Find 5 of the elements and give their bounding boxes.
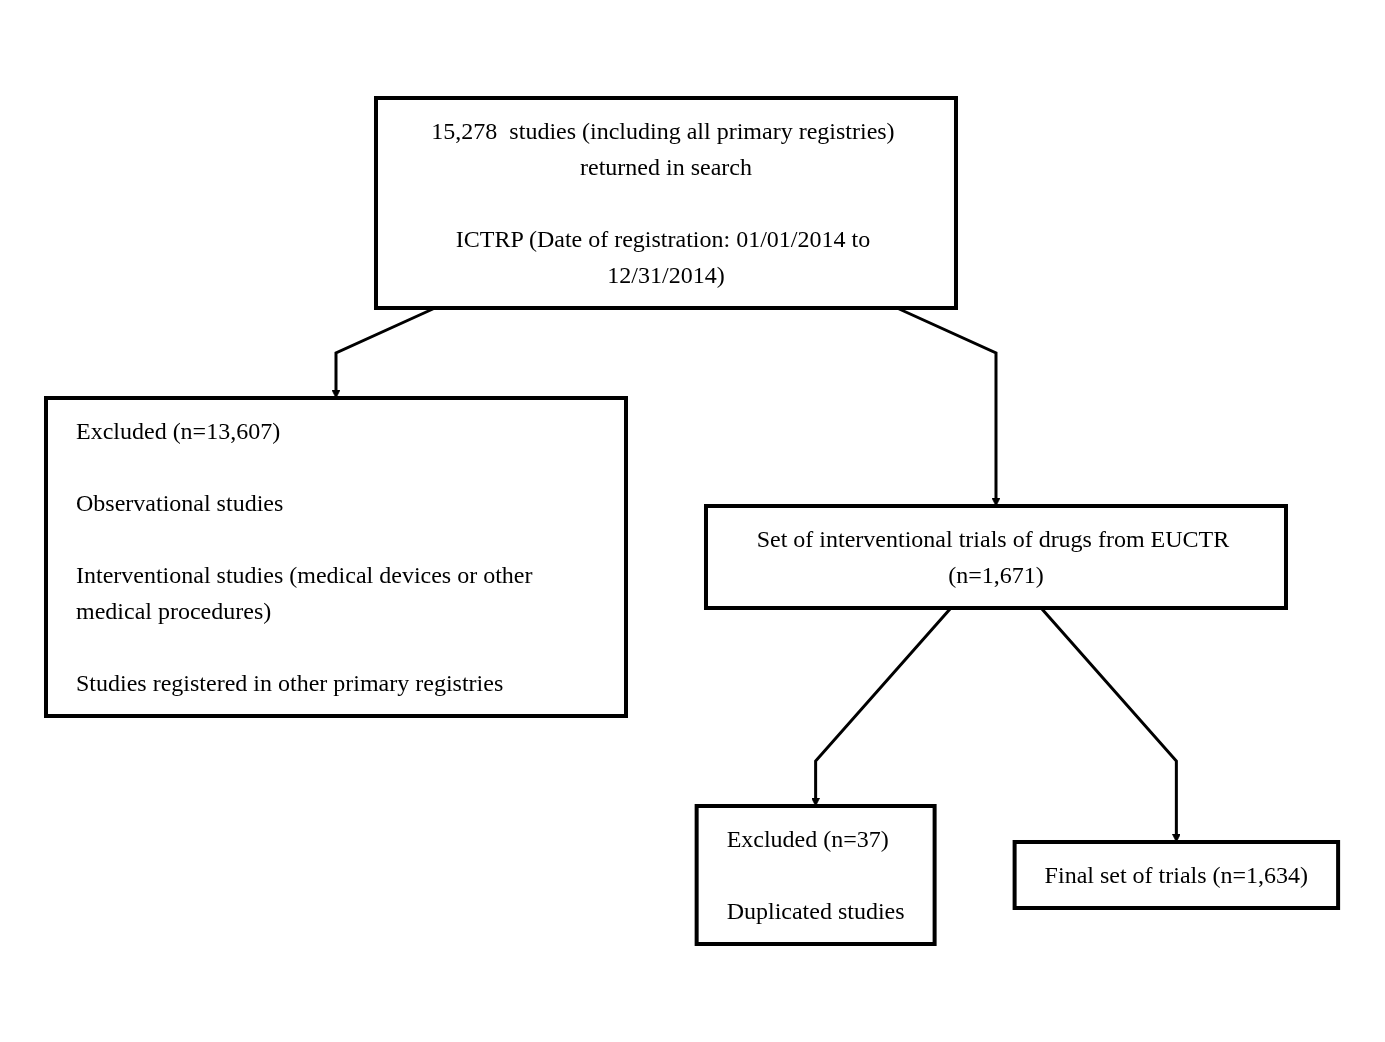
node-box: Final set of trials (n=1,634) <box>1013 840 1341 910</box>
node-box: Excluded (n=37) Duplicated studies <box>695 804 938 946</box>
node-box: Excluded (n=13,607) Observational studies Interventional studies (medical devices or other medical procedures) Studies registered in other primary registries <box>44 396 629 718</box>
node-box: Set of interventional trials of drugs from EUCTR (n=1,671) <box>704 504 1289 610</box>
node-box: 15,278 studies (including all primary registries) returned in search ICTRP (Date of registration: 01/01/2014 to 12/31/2014) <box>374 96 959 310</box>
